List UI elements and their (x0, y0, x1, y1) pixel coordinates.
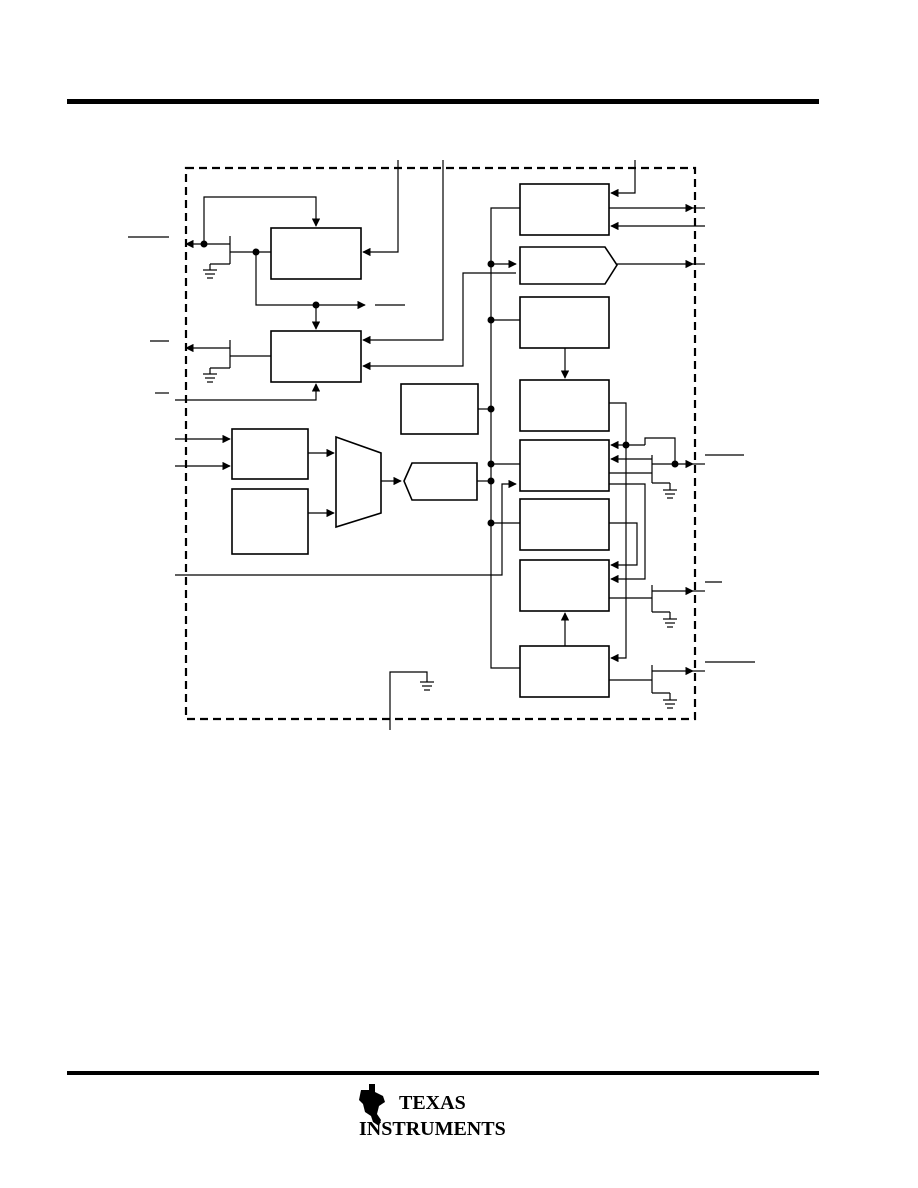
block-11 (519, 439, 610, 492)
block-13 (519, 559, 610, 612)
block-6 (400, 383, 479, 435)
texas-instruments-logo: TEXAS INSTRUMENTS (359, 1084, 506, 1140)
logo-line2: INSTRUMENTS (359, 1118, 506, 1140)
block-8 (519, 246, 618, 285)
mux (335, 435, 382, 529)
block-14 (519, 645, 610, 698)
block-7 (519, 183, 610, 236)
block-1 (270, 227, 362, 280)
block-12 (519, 498, 610, 551)
footer-rule (67, 1071, 819, 1075)
block-9 (519, 296, 610, 349)
device-boundary (184, 166, 697, 721)
block-2 (270, 330, 362, 383)
ti-state-icon (359, 1084, 385, 1126)
block-5 (403, 462, 478, 501)
header-rule (67, 99, 819, 104)
block-3 (231, 428, 309, 480)
block-10 (519, 379, 610, 432)
logo-line1: TEXAS (399, 1092, 466, 1114)
block-4 (231, 488, 309, 555)
